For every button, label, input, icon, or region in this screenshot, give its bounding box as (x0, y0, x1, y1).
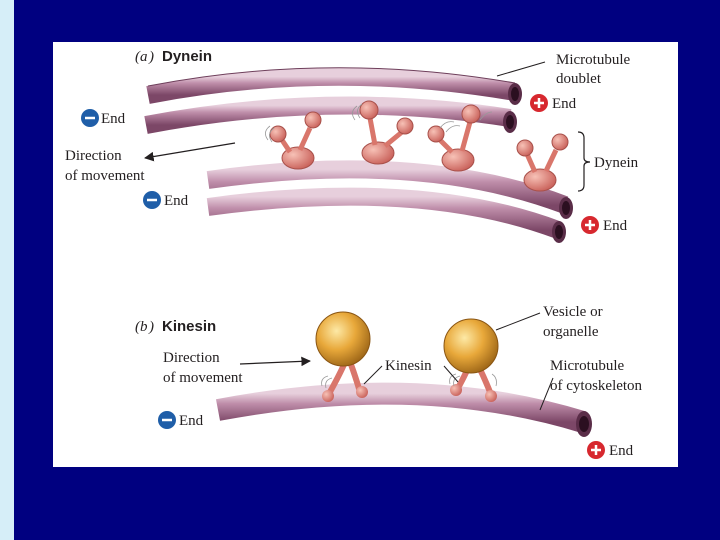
motion-lines-kinesin (321, 373, 497, 389)
bottom-microtubule-doublet (206, 160, 573, 243)
label-direction-a-2: of movement (65, 168, 145, 184)
label-direction-a-1: Direction (65, 148, 122, 164)
motion-lines-dynein (265, 103, 493, 143)
leader-vesicle (495, 312, 541, 331)
label-direction-b-1: Direction (163, 350, 220, 366)
panel-b-title: Kinesin (162, 318, 216, 335)
panel-a-letter-open: ( (135, 49, 141, 65)
dynein-bracket (577, 131, 591, 192)
vesicle (443, 318, 499, 374)
label-microtubule-b-1: Microtubule (550, 358, 624, 374)
leader-microtubule (496, 61, 546, 77)
plus-end-icon (530, 94, 548, 112)
dynein-motor (269, 111, 322, 170)
minus-end-icon (158, 411, 176, 429)
label-microtubule-1: Microtubule (556, 52, 630, 68)
label-dynein-bracket: Dynein (594, 155, 639, 171)
label-plus-end-top: End (552, 96, 577, 112)
kinesin-cargo-2 (443, 318, 499, 402)
plus-end-icon (581, 216, 599, 234)
dynein-motor (516, 133, 569, 192)
left-accent-strip (0, 0, 14, 540)
panel-b-letter-open: ( (135, 319, 141, 335)
leader-kinesin-2 (443, 365, 459, 383)
dynein-motor (359, 100, 414, 165)
leader-kinesin-1 (363, 365, 383, 385)
vesicle (315, 311, 371, 367)
panel-a-letter-close: ) (148, 49, 154, 65)
panel-a-letter: a (140, 49, 148, 65)
label-direction-b-2: of movement (163, 370, 243, 386)
plus-end-icon (587, 441, 605, 459)
label-minus-end-b: End (179, 413, 204, 429)
panel-b-letter: b (140, 319, 148, 335)
panel-b-letter-close: ) (148, 319, 154, 335)
minus-end-icon (81, 109, 99, 127)
label-microtubule-2: doublet (556, 71, 602, 87)
kinesin-cargo-1 (315, 311, 371, 402)
label-kinesin: Kinesin (385, 358, 432, 374)
label-plus-end-b: End (609, 443, 634, 459)
label-minus-end-top: End (101, 111, 126, 127)
label-vesicle-1: Vesicle or (543, 304, 603, 320)
direction-arrow-b (239, 356, 311, 367)
label-minus-end-bottom: End (164, 193, 189, 209)
top-microtubule-doublet (144, 67, 522, 134)
dynein-motor (427, 104, 481, 172)
panel-a-title: Dynein (162, 48, 212, 65)
minus-end-icon (143, 191, 161, 209)
label-plus-end-bottom: End (603, 218, 628, 234)
dynein-motors (269, 100, 569, 192)
cytoskeleton-microtubule (215, 382, 592, 437)
label-microtubule-b-2: of cytoskeleton (550, 378, 643, 394)
label-vesicle-2: organelle (543, 324, 599, 340)
direction-arrow-a (144, 142, 236, 162)
leader-microtubule-b (539, 377, 554, 411)
